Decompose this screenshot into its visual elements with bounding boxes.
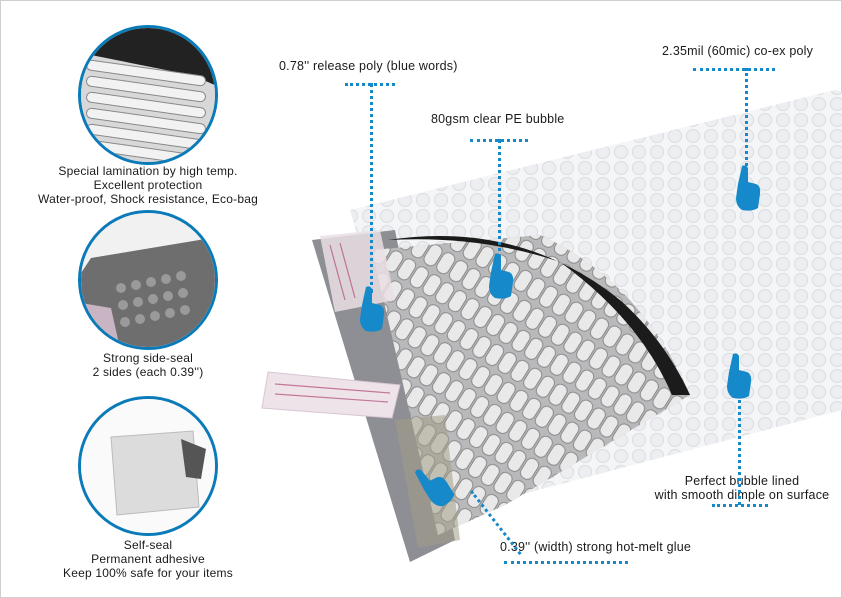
- callout-coex-poly: 2.35mil (60mic) co-ex poly: [662, 44, 814, 58]
- caption-line: Permanent adhesive: [91, 552, 205, 566]
- callout-release-poly: 0.78'' release poly (blue words): [279, 59, 458, 73]
- callout-dimple: Perfect bubble lined with smooth dimple …: [651, 474, 833, 502]
- lamination-caption: Special lamination by high temp. Excelle…: [28, 164, 268, 206]
- caption-line: Special lamination by high temp.: [58, 164, 238, 178]
- leader-coex-v: [745, 68, 748, 172]
- callout-dimple-line: with smooth dimple on surface: [654, 488, 830, 502]
- leader-bubble-v: [498, 139, 501, 259]
- self-seal-closeup-image: [81, 399, 215, 533]
- caption-line: Strong side-seal: [103, 351, 193, 365]
- pointer-hand-icon: [736, 165, 761, 211]
- detail-circle-side-seal: [78, 210, 218, 350]
- side-seal-caption: Strong side-seal 2 sides (each 0.39''): [28, 351, 268, 379]
- leader-glue-h: [504, 561, 628, 564]
- caption-line: Water-proof, Shock resistance, Eco-bag: [38, 192, 258, 206]
- caption-line: Keep 100% safe for your items: [63, 566, 233, 580]
- pointer-hand-icon: [489, 253, 514, 299]
- pointer-hand-icon: [360, 286, 385, 332]
- detail-circle-self-seal: [78, 396, 218, 536]
- caption-line: Self-seal: [123, 538, 173, 552]
- callout-bubble: 80gsm clear PE bubble: [431, 112, 565, 126]
- pointer-hand-icon: [727, 353, 752, 399]
- callout-dimple-line: Perfect bubble lined: [684, 474, 800, 488]
- leader-dimple-h: [712, 504, 768, 507]
- self-seal-caption: Self-seal Permanent adhesive Keep 100% s…: [28, 538, 268, 580]
- leader-coex-h: [693, 68, 775, 71]
- leader-dimple-v: [738, 395, 741, 505]
- caption-line: 2 sides (each 0.39''): [92, 365, 204, 379]
- leader-release-poly-v: [370, 83, 373, 293]
- pointer-hand-icon: [415, 469, 455, 507]
- callout-glue: 0.39'' (width) strong hot-melt glue: [500, 540, 692, 554]
- caption-line: Excellent protection: [93, 178, 203, 192]
